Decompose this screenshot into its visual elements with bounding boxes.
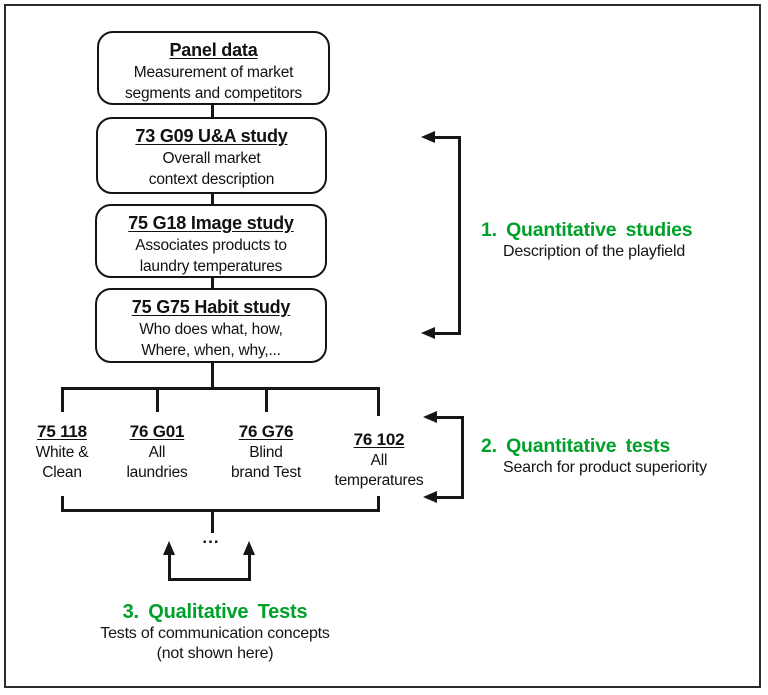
tree-drop-2 xyxy=(156,387,159,412)
test-code: 76 102 xyxy=(353,430,405,449)
bracket1-bottom-line xyxy=(433,332,461,335)
bracket2-bottom-line xyxy=(435,496,464,499)
test-code: 75 118 xyxy=(37,422,87,441)
test-text-line: All xyxy=(370,452,388,469)
test-column-white-clean: 75 118 White & Clean xyxy=(12,421,112,483)
box-title: Panel data xyxy=(169,40,258,60)
bracket1-top-line xyxy=(433,136,461,139)
box-habit-study: 75 G75 Habit study Who does what, how, W… xyxy=(95,288,327,363)
tree-drop-1 xyxy=(61,387,64,412)
box-panel-data: Panel data Measurement of market segment… xyxy=(97,31,330,105)
test-column-all-temperatures: 76 102 All temperatures xyxy=(316,429,442,491)
feedback-arrow-up-right-icon xyxy=(243,541,255,555)
bracket1-vertical-line xyxy=(458,136,461,335)
section-subtitle: Description of the playfield xyxy=(503,243,686,260)
label-qualitative-tests: 3. Qualitative Tests Tests of communicat… xyxy=(40,600,390,664)
box-title: 75 G18 Image study xyxy=(128,213,294,233)
box-title: 75 G75 Habit study xyxy=(131,297,291,317)
box-image-study: 75 G18 Image study Associates products t… xyxy=(95,204,327,278)
connector-box4-tree xyxy=(211,362,214,389)
box-text-line: Associates products to xyxy=(135,237,287,254)
test-text-line: White & xyxy=(35,444,89,461)
box-text-line: Where, when, why,... xyxy=(141,342,281,359)
label-quantitative-tests: 2. Quantitative tests Search for product… xyxy=(481,434,707,478)
feedback-right-line xyxy=(248,553,251,581)
box-text-line: laundry temperatures xyxy=(139,258,283,275)
box-text-line: segments and competitors xyxy=(125,85,302,102)
connector-box3-box4 xyxy=(211,277,214,289)
join-horizontal-line xyxy=(61,509,380,512)
box-text-line: Overall market xyxy=(162,150,261,167)
bracket2-arrow-top-icon xyxy=(423,411,437,423)
section-subtitle: Tests of communication concepts xyxy=(100,625,330,642)
test-text-line: Clean xyxy=(42,464,82,481)
join-right-drop xyxy=(377,496,380,511)
continuation-ellipsis: ... xyxy=(202,528,220,547)
test-text-line: brand Test xyxy=(230,464,302,481)
test-text-line: Blind xyxy=(249,444,283,461)
tree-horizontal-line xyxy=(61,387,380,390)
feedback-bottom-line xyxy=(168,578,250,581)
box-text-line: Measurement of market xyxy=(133,64,294,81)
section-subtitle: Search for product superiority xyxy=(503,459,707,476)
bracket1-arrow-top-icon xyxy=(421,131,435,143)
label-quantitative-studies: 1. Quantitative studies Description of t… xyxy=(481,218,693,262)
box-title: 73 G09 U&A study xyxy=(135,126,288,146)
connector-box2-box3 xyxy=(211,193,214,205)
feedback-arrow-up-left-icon xyxy=(163,541,175,555)
section-title: 3. Qualitative Tests xyxy=(122,601,308,623)
test-column-all-laundries: 76 G01 All laundries xyxy=(107,421,207,483)
feedback-left-line xyxy=(168,553,171,581)
join-left-drop xyxy=(61,496,64,511)
tree-drop-4 xyxy=(377,387,380,416)
test-text-line: All xyxy=(148,444,166,461)
test-column-blind-brand: 76 G76 Blind brand Test xyxy=(206,421,326,483)
section-note: (not shown here) xyxy=(156,645,274,662)
outer-border xyxy=(4,4,761,688)
test-code: 76 G76 xyxy=(238,422,294,441)
box-ua-study: 73 G09 U&A study Overall market context … xyxy=(96,117,327,194)
test-code: 76 G01 xyxy=(129,422,185,441)
tree-drop-3 xyxy=(265,387,268,412)
section-title: 1. Quantitative studies xyxy=(481,219,693,241)
bracket1-arrow-bottom-icon xyxy=(421,327,435,339)
box-text-line: context description xyxy=(148,171,275,188)
connector-box1-box2 xyxy=(211,105,214,118)
bracket2-top-line xyxy=(435,416,464,419)
test-text-line: laundries xyxy=(126,464,188,481)
bracket2-arrow-bottom-icon xyxy=(423,491,437,503)
section-title: 2. Quantitative tests xyxy=(481,435,671,457)
bracket2-vertical-line xyxy=(461,416,464,499)
box-text-line: Who does what, how, xyxy=(139,321,283,338)
join-center-stem xyxy=(211,509,214,533)
test-text-line: temperatures xyxy=(334,472,424,489)
